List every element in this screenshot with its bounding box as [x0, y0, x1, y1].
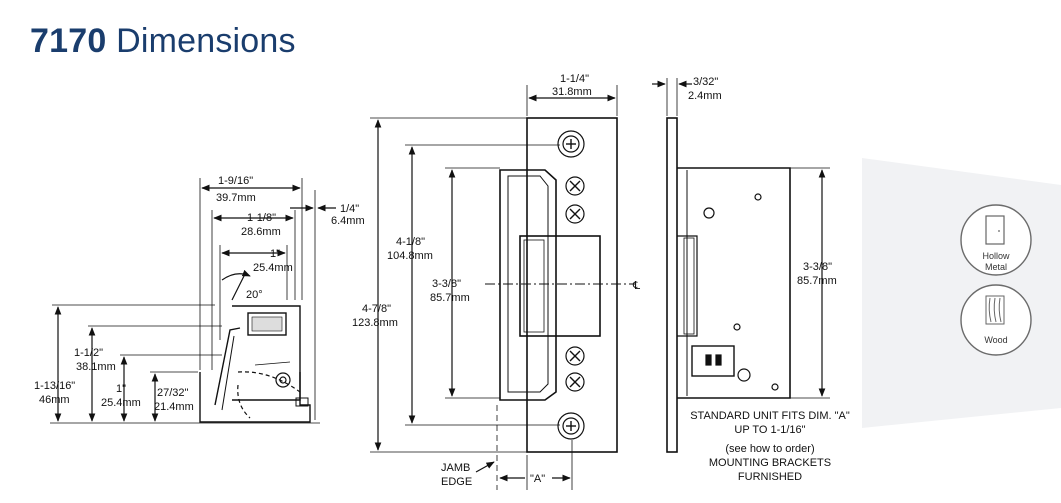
dim-thickness-mm: 2.4mm [688, 90, 722, 102]
note-line-3: (see how to order) [725, 443, 814, 455]
door-icon [985, 215, 1005, 245]
side-view-labels: 1-9/16" 39.7mm 1-1/8" 28.6mm 1" 25.4mm 1… [34, 175, 365, 413]
dim-overall-mm: 123.8mm [352, 317, 398, 329]
hollow-metal-badge: Hollow Metal [960, 204, 1032, 276]
centerline-symbol: ℄ [632, 280, 640, 292]
dim-thickness-frac: 3/32" [693, 76, 718, 88]
dim-height-3-frac: 1" [116, 383, 126, 395]
wood-badge: Wood [960, 284, 1032, 356]
dim-side-1-frac: 1-9/16" [218, 175, 253, 187]
dim-side-2-mm: 28.6mm [241, 226, 281, 238]
dim-screws-frac: 4-1/8" [396, 236, 425, 248]
dim-height-4-frac: 27/32" [157, 387, 189, 399]
dim-height-4-mm: 21.4mm [154, 401, 194, 413]
dim-side-3-frac: 1" [270, 248, 280, 260]
dim-body-frac: 3-3/8" [803, 261, 832, 273]
dim-height-3-mm: 25.4mm [101, 397, 141, 409]
dim-side-4-frac: 1/4" [340, 203, 359, 215]
dim-keeper-mm: 85.7mm [430, 292, 470, 304]
dim-body-mm: 85.7mm [797, 275, 837, 287]
page-title: 7170 Dimensions [30, 22, 296, 61]
dim-height-1-frac: 1-13/16" [34, 380, 75, 392]
mounting-note: STANDARD UNIT FITS DIM. "A" UP TO 1-1/16… [690, 410, 850, 483]
note-line-2: UP TO 1-1/16" [734, 424, 805, 436]
title-word: Dimensions [116, 22, 296, 60]
dim-a-label: "A" [530, 473, 545, 485]
dim-height-2-mm: 38.1mm [76, 361, 116, 373]
dim-keeper-frac: 3-3/8" [432, 278, 461, 290]
front-view [370, 85, 635, 490]
dim-side-1-mm: 39.7mm [216, 192, 256, 204]
front-view-labels: 1-1/4" 31.8mm 4-7/8" 123.8mm 4-1/8" 104.… [352, 73, 640, 488]
hollow-metal-label-line-2: Metal [985, 262, 1007, 272]
dim-height-1-mm: 46mm [39, 394, 70, 406]
note-line-5: FURNISHED [738, 471, 802, 483]
note-line-4: MOUNTING BRACKETS [709, 457, 831, 469]
profile-view [652, 78, 830, 453]
wood-label: Wood [984, 335, 1007, 345]
dim-height-2-frac: 1-1/2" [74, 347, 103, 359]
profile-view-labels: 3/32" 2.4mm 3-3/8" 85.7mm [688, 76, 837, 287]
title-model: 7170 [30, 22, 107, 60]
dim-side-3-mm: 25.4mm [253, 262, 293, 274]
hollow-metal-label-line-1: Hollow [982, 251, 1010, 261]
dim-width-frac: 1-1/4" [560, 73, 589, 85]
dim-screws-mm: 104.8mm [387, 250, 433, 262]
front-view-screw-slots [566, 139, 581, 431]
note-line-1: STANDARD UNIT FITS DIM. "A" [690, 410, 850, 422]
side-view [50, 178, 336, 424]
angle-label: 20° [246, 289, 263, 301]
dim-width-mm: 31.8mm [552, 86, 592, 98]
dim-side-2-frac: 1-1/8" [247, 212, 276, 224]
jamb-edge-line-1: JAMB [441, 462, 470, 474]
wood-grain-icon [985, 295, 1005, 325]
dim-side-4-mm: 6.4mm [331, 215, 365, 227]
badge-panel [862, 158, 1061, 428]
dim-overall-frac: 4-7/8" [362, 303, 391, 315]
jamb-edge-line-2: EDGE [441, 476, 472, 488]
